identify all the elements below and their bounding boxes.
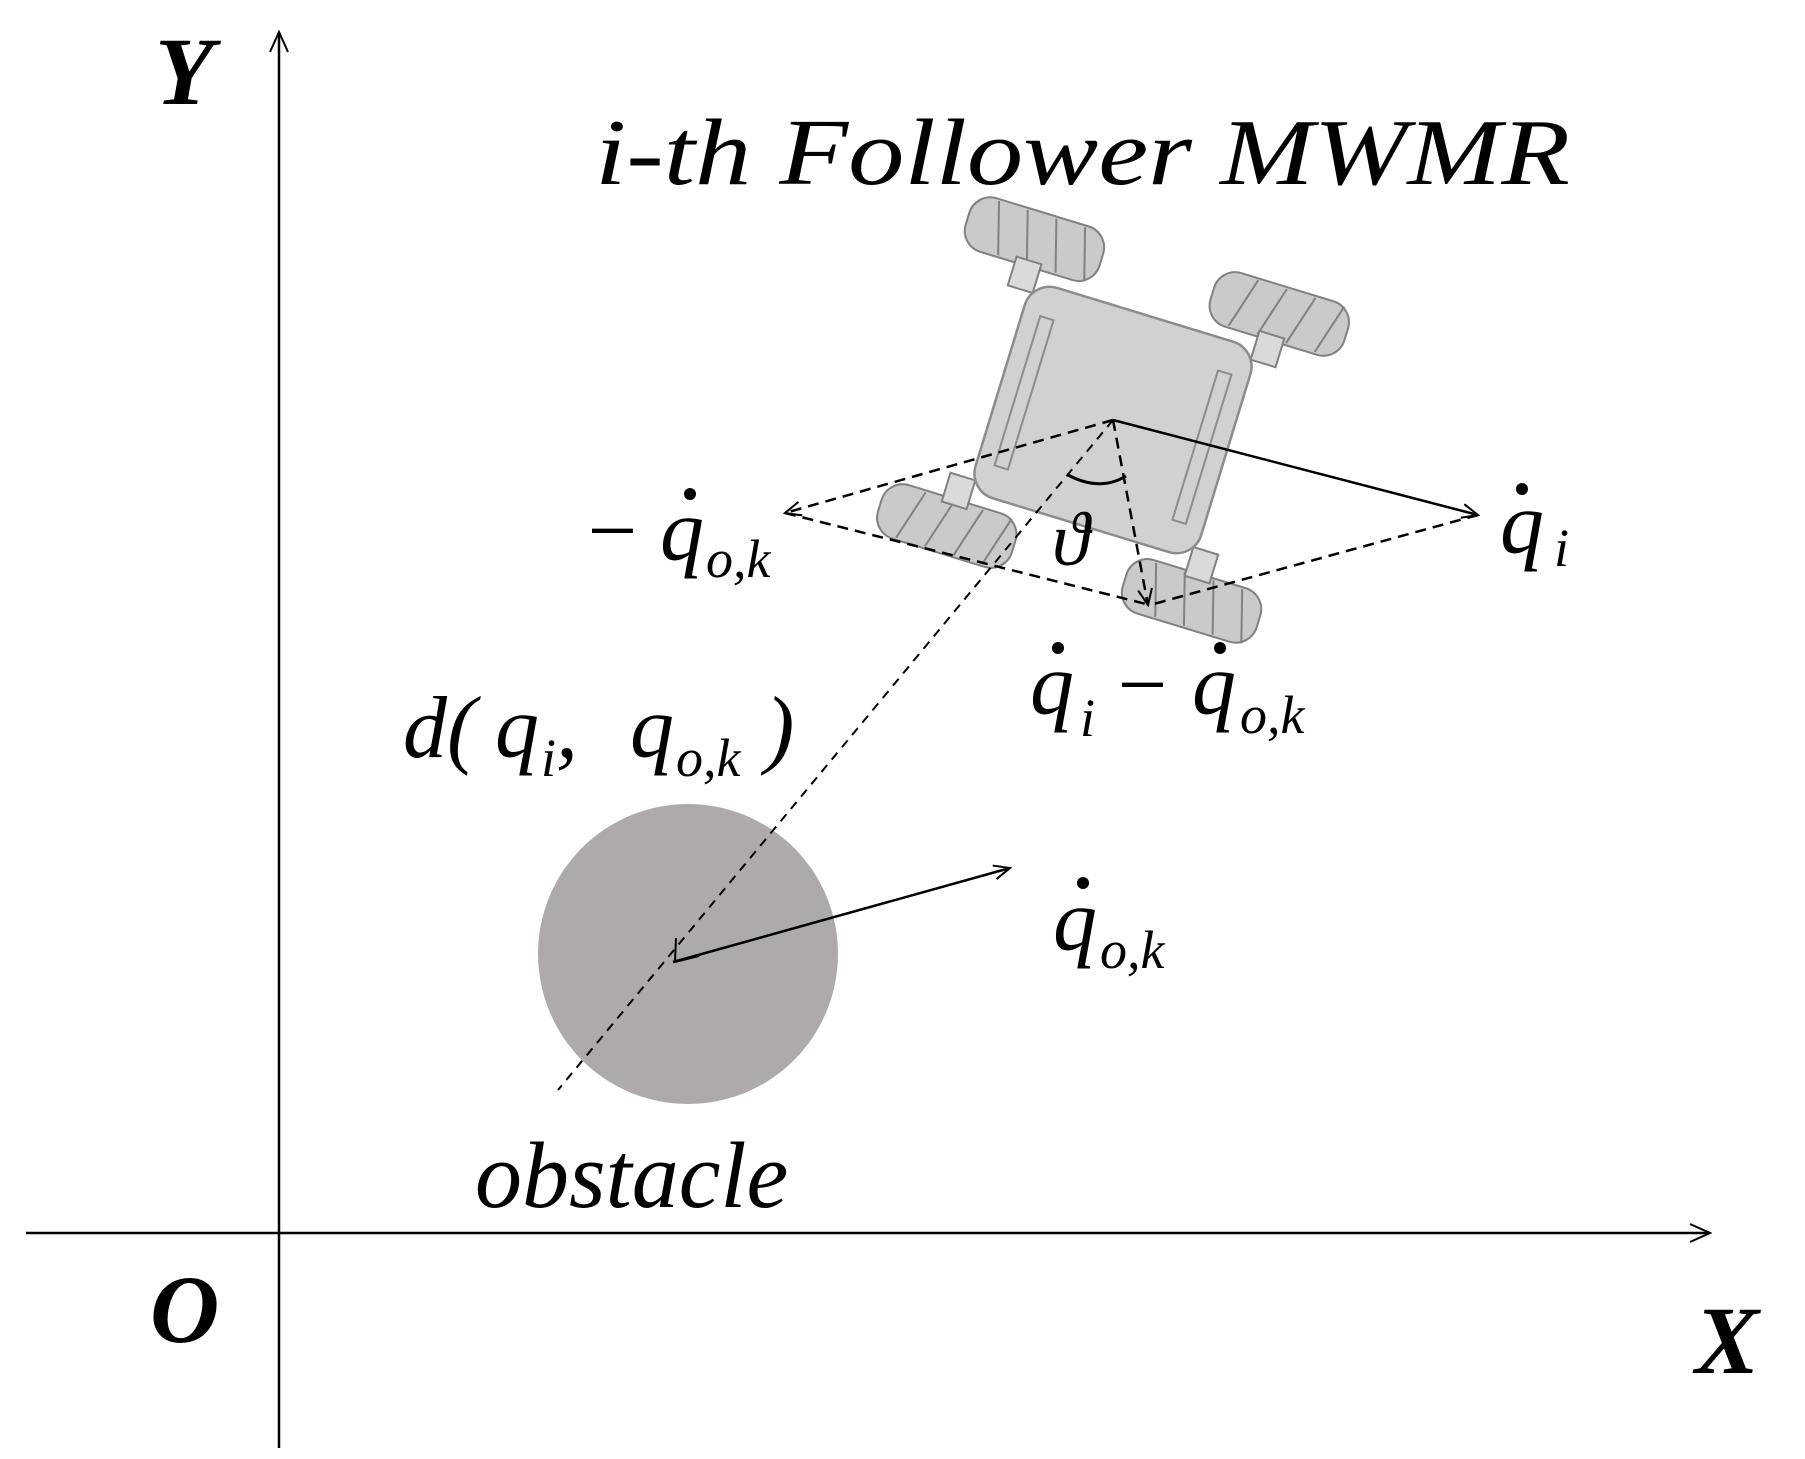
svg-text:o,k: o,k	[676, 728, 742, 788]
svg-text:q: q	[495, 680, 539, 777]
svg-text:o,k: o,k	[1100, 920, 1166, 980]
parallelogram-edge-right	[1149, 513, 1479, 607]
svg-text:o,k: o,k	[706, 529, 772, 589]
theta-angle-arc	[1067, 473, 1127, 486]
neg-qok-dot-vector	[785, 418, 1114, 513]
svg-text:q: q	[1192, 637, 1236, 734]
svg-text:d(: d(	[403, 680, 481, 777]
parallelogram-edge-left	[784, 511, 1151, 607]
qok-dot-vector	[672, 868, 1010, 964]
svg-text:q: q	[1500, 476, 1544, 573]
svg-text:−: −	[582, 483, 641, 580]
neg-qok-dot-label: − q o,k	[582, 483, 772, 589]
qi-dot-vector	[1112, 418, 1478, 515]
relative-velocity-label: q i − q o,k	[1030, 637, 1306, 748]
svg-text:,: ,	[556, 680, 578, 777]
svg-text:i: i	[1080, 688, 1095, 748]
theta-label: ϑ	[1052, 498, 1093, 582]
svg-text:o,k: o,k	[1240, 685, 1306, 745]
svg-text:q: q	[660, 483, 704, 580]
svg-text:i: i	[541, 728, 556, 788]
origin-label: O	[150, 1256, 219, 1363]
diagram-title: i-th Follower MWMR	[595, 101, 1570, 205]
qok-dot-label: q o,k	[1053, 873, 1166, 980]
obstacle-label: obstacle	[475, 1124, 788, 1228]
obstacle-circle	[538, 804, 838, 1104]
svg-text:q: q	[1053, 873, 1097, 970]
svg-text:): )	[760, 680, 794, 777]
qi-dot-label: q i	[1500, 476, 1569, 578]
svg-text:−: −	[1112, 637, 1171, 734]
distance-line	[557, 419, 1114, 1091]
svg-text:i: i	[1554, 518, 1569, 578]
svg-text:q: q	[1030, 637, 1074, 734]
distance-label: d( q i , q o,k )	[403, 680, 794, 788]
svg-text:q: q	[630, 680, 674, 777]
wheel-top-right-icon	[1208, 271, 1350, 357]
relative-velocity-vector	[1111, 419, 1148, 605]
x-axis-label: X	[1692, 1287, 1761, 1394]
y-axis-label: Y	[155, 18, 221, 125]
